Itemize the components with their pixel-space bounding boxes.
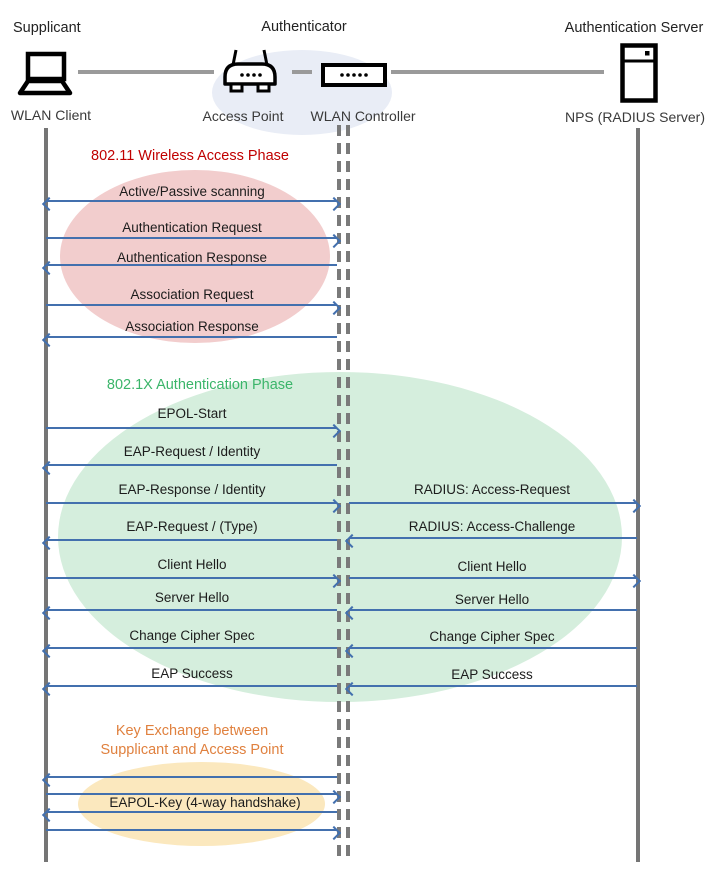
connector-dash	[292, 70, 312, 74]
message-arrow	[41, 333, 337, 348]
message-arrow	[41, 682, 337, 697]
role-authenticator: Authenticator	[261, 19, 347, 35]
message-label: EAP-Request / (Type)	[126, 519, 258, 534]
message-arrow	[344, 534, 637, 549]
key-exchange-title-line2: Supplicant and Access Point	[100, 742, 284, 758]
message-label: EAP-Request / Identity	[123, 444, 261, 459]
message-arrow	[344, 644, 637, 659]
handshake-arrow	[46, 826, 342, 841]
message-arrow	[41, 261, 337, 276]
message-label: EAP Success	[451, 667, 533, 682]
label-access-point: Access Point	[202, 108, 284, 124]
message-label: Server Hello	[154, 590, 230, 605]
wireless-phase-ellipse	[60, 170, 330, 343]
key-exchange-title-line1: Key Exchange between	[115, 723, 269, 739]
message-arrow	[46, 499, 342, 514]
message-arrow	[41, 461, 337, 476]
key-exchange-title: Key Exchange between Supplicant and Acce…	[101, 722, 284, 760]
message-arrow	[349, 499, 642, 514]
authenticator-lifeline-right	[346, 125, 350, 862]
message-label: Server Hello	[454, 592, 530, 607]
message-arrow	[41, 644, 337, 659]
message-arrow	[344, 606, 637, 621]
message-arrow	[349, 574, 642, 589]
authenticator-lifeline-left	[337, 125, 341, 862]
message-label: EAP Success	[151, 666, 233, 681]
message-label: Authentication Response	[116, 250, 268, 265]
key-exchange-label: EAPOL-Key (4-way handshake)	[109, 795, 301, 810]
connector-line	[391, 70, 604, 74]
handshake-arrow	[41, 773, 337, 788]
message-label: EPOL-Start	[157, 406, 227, 421]
label-wlan-client: WLAN Client	[10, 107, 92, 123]
role-supplicant: Supplicant	[13, 20, 81, 36]
message-label: Active/Passive scanning	[119, 184, 265, 199]
message-label: RADIUS: Access-Challenge	[408, 519, 576, 534]
message-label: Association Response	[125, 319, 259, 334]
message-arrow	[41, 536, 337, 551]
message-arrow	[344, 682, 637, 697]
message-arrow	[46, 424, 342, 439]
server-lifeline	[636, 128, 640, 862]
role-auth-server: Authentication Server	[564, 20, 704, 36]
message-arrow	[46, 234, 342, 249]
message-label: Change Cipher Spec	[129, 628, 255, 643]
handshake-arrow	[46, 790, 342, 805]
message-label: Change Cipher Spec	[429, 629, 555, 644]
wlan-controller-icon	[321, 63, 387, 92]
access-point-icon	[220, 48, 280, 99]
supplicant-lifeline	[44, 128, 48, 862]
connector-line	[78, 70, 214, 74]
message-label: Association Request	[130, 287, 254, 302]
server-icon	[620, 43, 658, 108]
laptop-icon	[12, 50, 78, 103]
message-arrow	[41, 606, 337, 621]
message-label: Authentication Request	[122, 220, 262, 235]
message-arrow	[41, 197, 342, 212]
message-label: Client Hello	[457, 559, 527, 574]
message-label: RADIUS: Access-Request	[413, 482, 571, 497]
handshake-arrow	[41, 808, 337, 823]
label-nps-server: NPS (RADIUS Server)	[564, 109, 706, 125]
message-label: EAP-Response / Identity	[118, 482, 266, 497]
message-arrow	[46, 301, 342, 316]
wireless-phase-title: 802.11 Wireless Access Phase	[91, 148, 289, 164]
label-wlan-controller: WLAN Controller	[310, 108, 416, 124]
auth-phase-title: 802.1X Authentication Phase	[106, 377, 294, 393]
message-arrow	[46, 574, 342, 589]
message-label: Client Hello	[157, 557, 227, 572]
